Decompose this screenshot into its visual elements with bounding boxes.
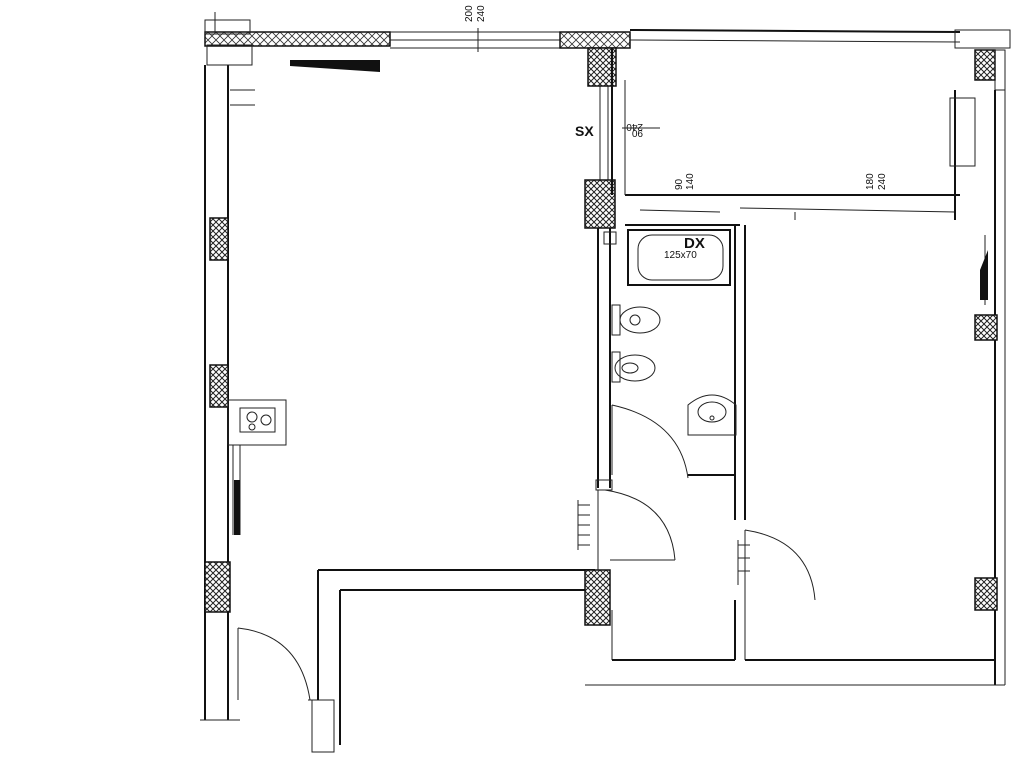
room-sx-label: SX	[575, 123, 594, 139]
left-wall	[204, 44, 287, 720]
bathroom-door	[611, 404, 735, 479]
window-top-left-dim-1: 200	[464, 5, 475, 22]
radiator-icon	[290, 60, 380, 72]
window-sx-dim-2: 90	[631, 127, 643, 138]
right-wall	[974, 90, 1006, 685]
lower-walls	[585, 600, 1005, 686]
hall-door	[577, 489, 676, 561]
window-sx-dim-1: 240	[626, 121, 643, 132]
top-wall-right	[629, 29, 1011, 91]
bathroom-walls	[625, 194, 746, 520]
window-right-dim-2: 240	[877, 173, 888, 190]
window-small-dim-2: 140	[685, 173, 696, 190]
room-dx-door	[737, 529, 816, 601]
bidet-icon	[611, 351, 656, 383]
toilet-icon	[611, 304, 661, 336]
central-partition	[584, 47, 617, 570]
top-wall-left	[204, 12, 631, 52]
room-sx-walls	[611, 48, 976, 220]
washbasin-icon	[687, 394, 737, 436]
room-dx-label: DX	[684, 235, 705, 252]
window-right-dim-1: 180	[865, 173, 876, 190]
main-room-bottom-wall	[317, 569, 611, 745]
tub-size-label: 125x70	[664, 250, 697, 261]
stove-icon	[239, 407, 276, 433]
window-small-dim-1: 90	[674, 178, 685, 190]
entrance-door	[200, 627, 335, 753]
bathtub-icon	[627, 229, 731, 286]
window-top-left-dim-2: 240	[476, 5, 487, 22]
